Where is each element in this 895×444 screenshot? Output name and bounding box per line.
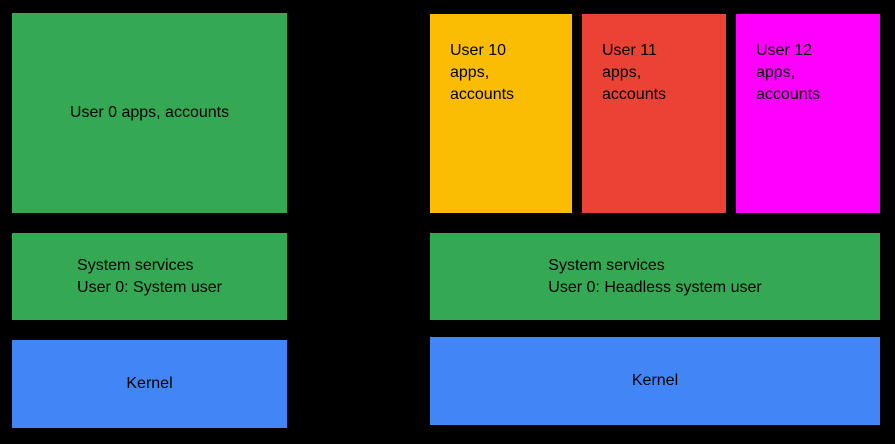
- left-user0-apps-label: User 0 apps, accounts: [69, 104, 230, 121]
- left-user0-apps-block: User 0 apps, accounts: [12, 13, 287, 213]
- right-system-services-block: System services User 0: Headless system …: [430, 233, 880, 320]
- user10-apps-block: User 10 apps, accounts: [430, 14, 572, 213]
- right-kernel-block: Kernel: [430, 337, 880, 425]
- user10-apps-label: User 10 apps, accounts: [450, 42, 515, 103]
- left-system-services-block: System services User 0: System user: [12, 233, 287, 320]
- right-system-services-label: System services User 0: Headless system …: [548, 255, 761, 299]
- left-kernel-block: Kernel: [12, 340, 287, 428]
- left-system-services-line2: User 0: System user: [77, 278, 222, 296]
- user12-apps-block: User 12 apps, accounts: [736, 14, 880, 213]
- right-system-services-line1: System services: [548, 256, 665, 274]
- user11-apps-block: User 11 apps, accounts: [582, 14, 726, 213]
- left-kernel-label: Kernel: [126, 375, 173, 392]
- right-system-services-line2: User 0: Headless system user: [548, 278, 762, 296]
- left-system-services-line1: System services: [77, 256, 194, 274]
- left-system-services-label: System services User 0: System user: [77, 255, 222, 299]
- user12-apps-label: User 12 apps, accounts: [756, 42, 821, 103]
- right-kernel-label: Kernel: [631, 372, 679, 389]
- user11-apps-label: User 11 apps, accounts: [602, 42, 667, 103]
